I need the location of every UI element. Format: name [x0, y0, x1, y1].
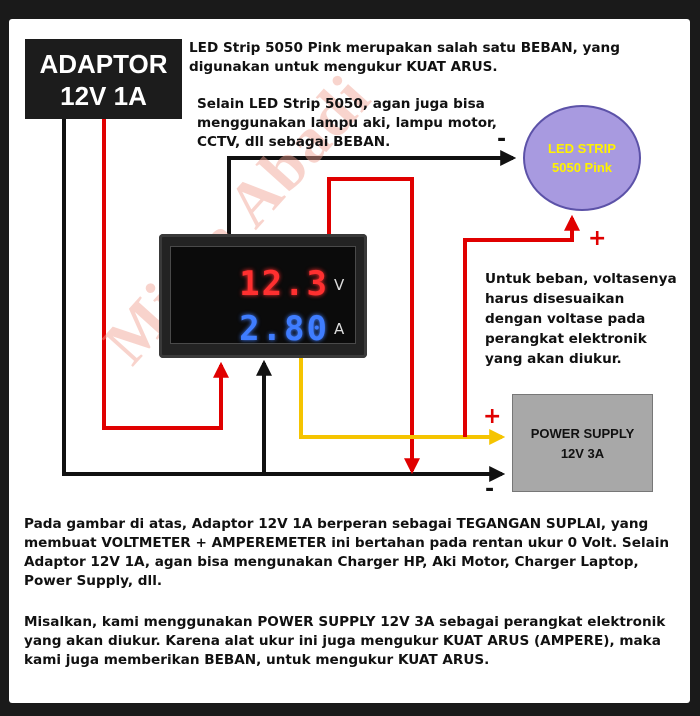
current-reading: 2.80 — [239, 309, 329, 349]
meter-display: 12.3 V 2.80 A — [170, 246, 356, 348]
paragraph-measurement: Misalkan, kami menggunakan POWER SUPPLY … — [24, 614, 666, 668]
led-strip-load: LED STRIP 5050 Pink — [523, 105, 641, 211]
volt-amp-meter: 12.3 V 2.80 A — [159, 234, 367, 358]
adaptor-label: ADAPTOR — [39, 49, 168, 79]
led-model: 5050 Pink — [552, 160, 612, 175]
psu-rating: 12V 3A — [560, 446, 605, 461]
adaptor-rating: 12V 1A — [60, 81, 147, 111]
note-led-load: LED Strip 5050 Pink merupakan salah satu… — [189, 40, 620, 75]
voltage-reading: 12.3 — [239, 264, 329, 304]
led-minus-sign: - — [497, 127, 507, 152]
note-voltage: Untuk beban, voltasenya harus disesuaika… — [485, 271, 677, 367]
paragraph-supply-voltage: Pada gambar di atas, Adaptor 12V 1A berp… — [24, 516, 670, 589]
adaptor-positive-wire — [102, 119, 229, 430]
meter-red-wire — [327, 177, 420, 475]
wiring-layer — [62, 119, 580, 482]
led-plus-sign: + — [588, 226, 607, 251]
psu-plus-sign: + — [483, 404, 502, 429]
led-negative-wire — [227, 150, 517, 234]
current-unit: A — [334, 320, 345, 338]
note-alternative-load: Selain LED Strip 5050, agan juga bisa me… — [197, 96, 497, 150]
power-supply-box: POWER SUPPLY 12V 3A — [512, 394, 653, 492]
adaptor-negative-wire — [62, 119, 506, 482]
psu-label: POWER SUPPLY — [530, 426, 635, 441]
adaptor-box: ADAPTOR 12V 1A — [25, 39, 182, 119]
led-label: LED STRIP — [548, 141, 616, 156]
voltage-unit: V — [334, 276, 345, 294]
meter-yellow-wire — [299, 358, 506, 445]
diagram-frame: Mitra Abadi ADAPTOR 12V 1A LED Strip 505… — [9, 19, 690, 703]
psu-minus-sign: - — [485, 477, 495, 502]
led-positive-wire — [463, 214, 580, 437]
